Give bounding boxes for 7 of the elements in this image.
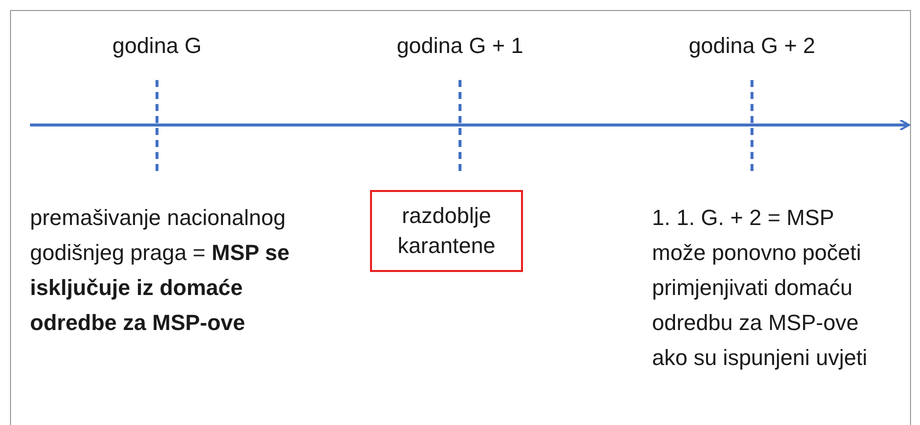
description-text: premašivanje nacionalnog godišnjeg praga = MSP se isključuje iz domaće odredbe za MSP-ove (30, 204, 290, 337)
description-text: 1. 1. G. + 2 = MSP može ponovno početi primjenjivati domaću odredbu za MSP-ove ako su ispunjeni uvjeti (652, 204, 868, 372)
year-label: godina G + 1 (396, 32, 524, 60)
year-label: godina G (111, 32, 203, 60)
highlight-box (370, 190, 523, 272)
year-label: godina G + 2 (688, 32, 816, 60)
period-text: razdoblje karantene (396, 202, 496, 260)
